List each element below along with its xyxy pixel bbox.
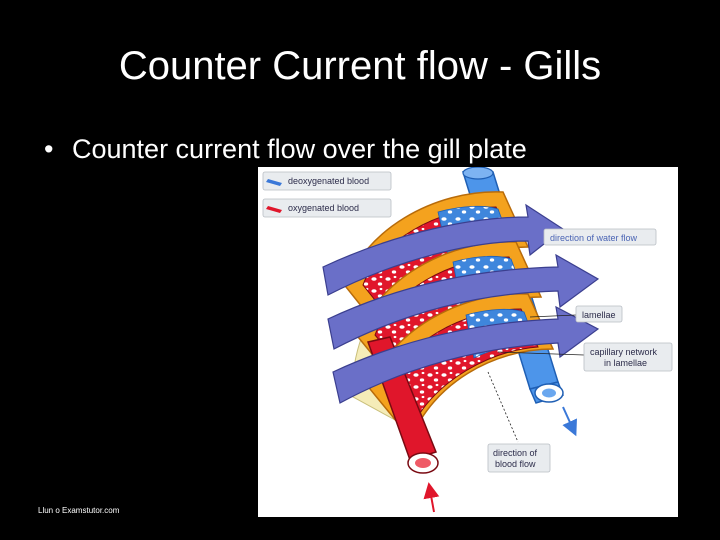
bullet-dot-icon: • xyxy=(44,134,54,164)
legend-oxygenated-label: oxygenated blood xyxy=(288,203,359,213)
legend-deoxygenated-label: deoxygenated blood xyxy=(288,176,369,186)
capillary-label-line1: capillary network xyxy=(590,347,658,357)
deoxygenated-flow-arrow xyxy=(562,406,577,437)
callout-water-flow: direction of water flow xyxy=(543,228,657,246)
oxygenated-flow-arrow xyxy=(423,482,440,513)
legend: deoxygenated blood oxygenated blood xyxy=(262,171,392,218)
blood-flow-label-line1: direction of xyxy=(493,448,538,458)
oxygenated-legend-icon xyxy=(266,206,282,213)
gill-diagram: deoxygenated blood oxygenated blood dire… xyxy=(258,167,678,517)
slide-title: Counter Current flow - Gills xyxy=(118,44,602,88)
deoxygenated-legend-icon xyxy=(266,179,282,186)
callout-capillary: capillary network in lamellae xyxy=(497,342,673,372)
blood-flow-label-line2: blood flow xyxy=(495,459,536,469)
legend-deoxygenated-box xyxy=(262,171,392,191)
gill-diagram-svg: deoxygenated blood oxygenated blood dire… xyxy=(262,167,673,513)
callout-lamellae: lamellae xyxy=(529,305,623,323)
capillary-label-line2: in lamellae xyxy=(604,358,647,368)
image-credit: Llun o Examstutor.com xyxy=(38,506,120,515)
bullet-point: • Counter current flow over the gill plat… xyxy=(44,134,527,165)
callout-blood-flow: direction of blood flow xyxy=(487,371,551,473)
lamellae-label: lamellae xyxy=(582,310,616,320)
legend-oxygenated-box xyxy=(262,198,392,218)
water-flow-label: direction of water flow xyxy=(550,233,638,243)
bullet-text: Counter current flow over the gill plate xyxy=(72,134,527,164)
